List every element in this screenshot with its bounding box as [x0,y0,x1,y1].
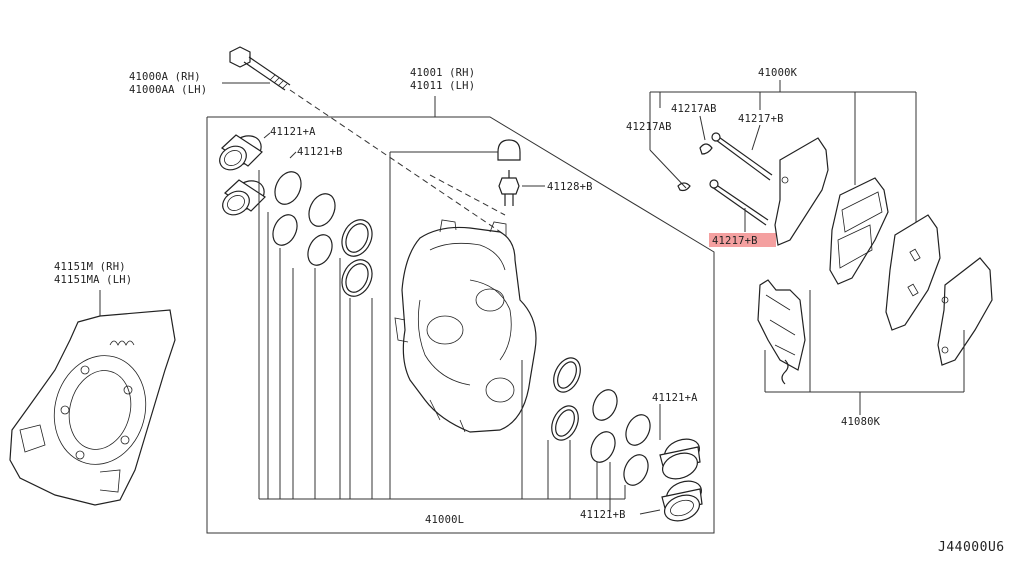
highlighted-pin-label: 41217+B [709,233,776,247]
pad-clips-pins: 41217AB 41217AB 41217+B [626,103,784,232]
label-piston-a-upper: 41121+A [270,126,316,138]
highlight-box [709,233,776,247]
label-pad-kit: 41000K [758,67,798,79]
label-pin-b-highlight: 41217+B [712,235,758,247]
dust-shield [9,290,176,506]
bleeder-screw [389,139,545,499]
label-pin-b-upper: 41217+B [738,113,784,125]
label-seal-b-lower: 41121+B [580,509,626,521]
caliper-body [394,174,537,433]
pistons-seals-lower [390,357,703,522]
label-shield-rh: 41151M (RH) [54,261,126,273]
pistons-seals-upper [219,132,390,500]
caliper-frame [206,96,715,534]
label-bolt-rh: 41000A (RH) [129,71,201,83]
label-bolt-lh: 41000AA (LH) [129,84,207,96]
label-caliper-lh: 41011 (LH) [410,80,475,92]
brake-pads [774,137,993,366]
label-bleeder: 41128+B [547,181,593,193]
label-hardware-kit: 41080K [841,416,881,428]
label-piston-a-lower: 41121+A [652,392,698,404]
caliper-bolt [222,46,506,236]
pad-kit-frame: 41000K [649,67,917,222]
diagram-code: J44000U6 [938,540,1005,555]
label-clip-ab-upper: 41217AB [671,103,717,115]
label-caliper-assy: 41000L [425,514,464,526]
label-clip-ab-lower: 41217AB [626,121,672,133]
label-caliper-rh: 41001 (RH) [410,67,475,79]
hardware-kit: 41080K [757,279,965,428]
label-shield-lh: 41151MA (LH) [54,274,132,286]
label-seal-b-upper: 41121+B [297,146,343,158]
